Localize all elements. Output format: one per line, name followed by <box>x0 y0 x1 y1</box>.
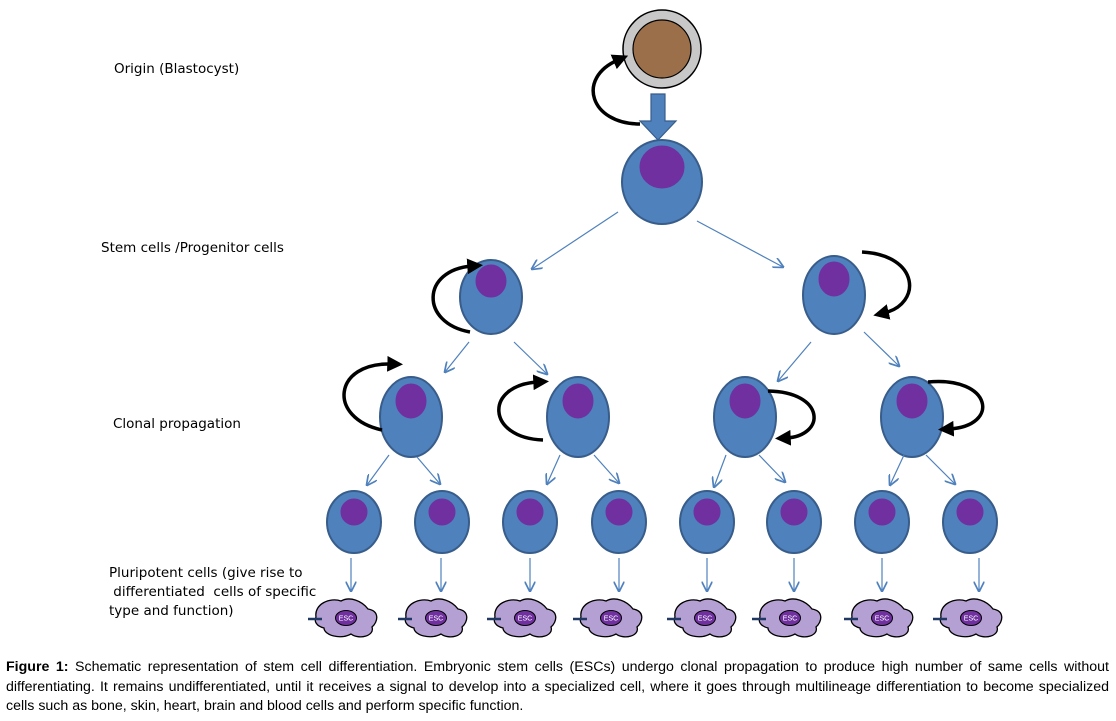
esc-label: ESC <box>964 616 978 623</box>
progenitor-cell <box>802 255 866 335</box>
pluripotent-cell <box>766 490 822 554</box>
differentiated-cell: ESC <box>571 597 644 639</box>
esc-label: ESC <box>429 616 443 623</box>
pluripotent-label-line-1: Pluripotent cells (give rise to <box>109 565 303 581</box>
pluripotent-cell <box>942 490 998 554</box>
block-down-arrow-icon <box>638 93 678 141</box>
lineage-arrow-icon <box>778 341 812 381</box>
differentiated-cell: ESC <box>665 597 738 639</box>
lineage-arrow-icon <box>696 220 783 267</box>
differentiated-cell: ESC <box>396 597 469 639</box>
progenitor-cell <box>459 259 523 335</box>
self-renewal-arrow-icon <box>342 355 404 432</box>
pluripotent-cell <box>854 490 910 554</box>
differentiated-cell: ESC <box>485 597 558 639</box>
differentiated-cell: ESC <box>931 597 1004 639</box>
esc-label: ESC <box>783 616 797 623</box>
self-renewal-arrow-icon <box>861 250 912 320</box>
clonal-cell <box>880 376 944 458</box>
stem-cells-label: Stem cells /Progenitor cells <box>101 240 284 256</box>
pluripotent-label-line-2: differentiated cells of specific <box>109 584 317 600</box>
self-renewal-arrow-icon <box>497 374 550 442</box>
self-renewal-arrow-icon <box>767 389 816 446</box>
lineage-arrow-icon <box>925 454 955 484</box>
self-renewal-arrow-icon <box>431 258 483 334</box>
figure-caption: Figure 1: Schematic representation of st… <box>6 658 1109 717</box>
pluripotent-label-line-3: type and function) <box>109 603 234 619</box>
lineage-arrow-icon <box>593 454 619 483</box>
esc-label: ESC <box>875 616 889 623</box>
clonal-propagation-label: Clonal propagation <box>113 416 241 432</box>
lineage-arrow-icon <box>445 341 470 372</box>
esc-label: ESC <box>604 616 618 623</box>
differentiation-diagram: ESC ESC ESC ESC ESC ESC ESC ESC <box>306 9 1004 639</box>
clonal-cell <box>546 376 610 458</box>
lineage-arrow-icon <box>758 454 785 482</box>
lineage-arrow-icon <box>367 454 390 485</box>
differentiated-cell: ESC <box>306 597 379 639</box>
pluripotent-cells-label: Pluripotent cells (give rise to differen… <box>109 564 316 621</box>
esc-label: ESC <box>698 616 712 623</box>
figure-number: Figure 1: <box>6 659 69 675</box>
esc-label: ESC <box>518 616 532 623</box>
clonal-cell <box>379 376 443 458</box>
lineage-arrow-icon <box>532 211 619 269</box>
pluripotent-cell <box>679 490 735 554</box>
pluripotent-cell <box>591 490 647 554</box>
pluripotent-cell <box>502 490 558 554</box>
lineage-arrow-icon <box>714 454 727 487</box>
differentiated-cell: ESC <box>842 597 915 639</box>
origin-label: Origin (Blastocyst) <box>114 61 240 77</box>
self-renewal-arrow-icon <box>591 54 641 126</box>
pluripotent-cell <box>414 490 470 554</box>
lineage-arrow-icon <box>513 341 547 374</box>
lineage-arrow-icon <box>890 454 905 485</box>
esc-label: ESC <box>339 616 353 623</box>
blastocyst <box>622 9 702 89</box>
lineage-arrow-icon <box>547 454 561 484</box>
lineage-arrow-icon <box>416 456 440 484</box>
stem-cell <box>621 139 703 225</box>
blastocyst-core <box>632 19 692 79</box>
pluripotent-cell <box>326 490 382 554</box>
caption-text: Schematic representation of stem cell di… <box>6 659 1109 714</box>
lineage-arrow-icon <box>863 331 899 366</box>
clonal-cell <box>713 376 777 458</box>
self-renewal-arrow-icon <box>927 379 985 437</box>
differentiated-cell: ESC <box>750 597 823 639</box>
